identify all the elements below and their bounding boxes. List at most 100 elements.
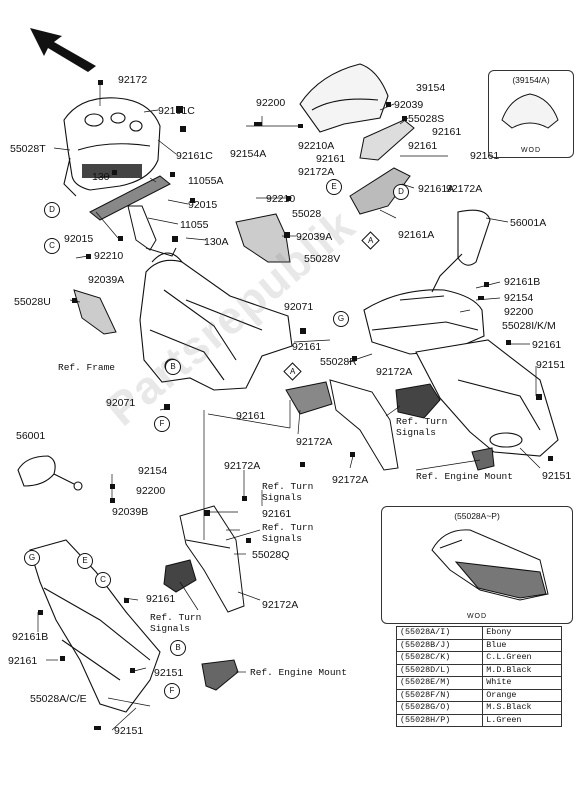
- part-label[interactable]: 92161: [532, 339, 562, 351]
- callout-marker-c: C: [44, 238, 60, 254]
- callout-marker-e: E: [326, 179, 342, 195]
- part-label[interactable]: 92172A: [298, 166, 335, 178]
- part-label[interactable]: 55028I/K/M: [502, 320, 556, 332]
- part-label[interactable]: 55028: [292, 208, 322, 220]
- part-label[interactable]: 92071: [284, 301, 314, 313]
- part-label[interactable]: 92161: [432, 126, 462, 138]
- part-label[interactable]: 92015: [188, 199, 218, 211]
- windshield-part: [299, 63, 389, 133]
- callout-marker-d: D: [393, 184, 409, 200]
- part-label[interactable]: 92200: [256, 97, 286, 109]
- part-label[interactable]: 92151: [536, 359, 566, 371]
- part-label[interactable]: 92172A: [296, 436, 333, 448]
- color-code: (55028D/L): [395, 663, 484, 677]
- part-label[interactable]: 92015: [64, 233, 94, 245]
- ref-turn-signals-label: Ref. Turn Signals: [262, 481, 314, 503]
- part-label[interactable]: 92172A: [332, 474, 369, 486]
- part-label[interactable]: 92161: [292, 341, 322, 353]
- table-row: (55028A/I)Ebony: [395, 626, 562, 640]
- callout-marker-g: G: [24, 550, 40, 566]
- part-label[interactable]: 130: [92, 171, 110, 183]
- part-label[interactable]: 92161B: [504, 276, 541, 288]
- part-label[interactable]: 92172A: [376, 366, 413, 378]
- part-label[interactable]: 92161C: [158, 105, 195, 117]
- part-label[interactable]: 92154: [138, 465, 168, 477]
- part-label[interactable]: 92161: [236, 410, 266, 422]
- ref-frame-label: Ref. Frame: [58, 362, 116, 373]
- engine-mount-part: [201, 447, 495, 691]
- color-code: (55028H/P): [395, 713, 484, 727]
- part-label[interactable]: 92172: [118, 74, 148, 86]
- part-label[interactable]: 55028V: [304, 253, 341, 265]
- color-code: (55028E/M): [395, 676, 484, 690]
- ref-engine-mount-label: Ref. Engine Mount: [416, 471, 513, 482]
- callout-marker-b: B: [170, 640, 186, 656]
- mirror-56001-part: [17, 455, 83, 491]
- inner-cover-55028S: [359, 119, 415, 161]
- color-code: (55028C/K): [395, 651, 484, 665]
- part-label[interactable]: 92172A: [224, 460, 261, 472]
- color-code: (55028G/O): [395, 701, 484, 715]
- part-label[interactable]: 92151: [154, 667, 184, 679]
- part-label[interactable]: 92161: [8, 655, 38, 667]
- callout-marker-g: G: [333, 311, 349, 327]
- part-label[interactable]: 92161: [316, 153, 346, 165]
- part-label[interactable]: 130A: [204, 236, 229, 248]
- part-label[interactable]: 55028Q: [252, 549, 290, 561]
- part-label[interactable]: 11055A: [188, 175, 224, 187]
- part-label[interactable]: 92039A: [296, 231, 333, 243]
- part-label[interactable]: 92210: [266, 193, 296, 205]
- part-label[interactable]: 92210: [94, 250, 124, 262]
- callout-marker-d: D: [44, 202, 60, 218]
- part-label[interactable]: 56001A: [510, 217, 547, 229]
- part-label[interactable]: 56001: [16, 430, 46, 442]
- front-direction-arrow: [30, 28, 96, 72]
- part-label[interactable]: 92039B: [112, 506, 149, 518]
- part-label[interactable]: 92154: [504, 292, 534, 304]
- color-code-table: (55028A/I)Ebony (55028B/J)Blue (55028C/K…: [395, 626, 562, 727]
- part-label[interactable]: 11055: [180, 219, 209, 231]
- part-label[interactable]: 92039: [394, 99, 424, 111]
- part-label[interactable]: 92039A: [88, 274, 125, 286]
- part-label[interactable]: 92154A: [230, 148, 267, 160]
- part-label[interactable]: 92172A: [262, 599, 299, 611]
- table-row: (55028G/O)M.S.Black: [395, 701, 562, 715]
- part-label[interactable]: 55028U: [14, 296, 51, 308]
- part-label[interactable]: 92200: [136, 485, 166, 497]
- part-label[interactable]: 55028S: [408, 113, 445, 125]
- inset-title: (39154/A): [512, 75, 550, 85]
- part-label[interactable]: 92151: [114, 725, 144, 737]
- table-row: (55028H/P)L.Green: [395, 713, 562, 727]
- frame-part: [139, 252, 293, 391]
- cover-55028Q: [179, 505, 245, 613]
- part-label[interactable]: 92161: [146, 593, 176, 605]
- callout-marker-b: B: [165, 359, 181, 375]
- upper-cowl-part: [363, 289, 485, 355]
- table-row: (55028F/N)Orange: [395, 688, 562, 702]
- part-label[interactable]: 92200: [504, 306, 534, 318]
- part-label[interactable]: 92161: [408, 140, 438, 152]
- part-label[interactable]: 92151: [542, 470, 572, 482]
- color-name: C.L.Green: [482, 651, 562, 665]
- color-name: Ebony: [482, 626, 562, 640]
- part-label[interactable]: 92161C: [176, 150, 213, 162]
- color-name: Orange: [482, 688, 562, 702]
- part-label[interactable]: 55028A/C/E: [30, 693, 87, 705]
- stay-bracket-part: [89, 175, 177, 257]
- part-label[interactable]: 92210A: [298, 140, 335, 152]
- part-label[interactable]: 92161A: [398, 229, 435, 241]
- part-label[interactable]: 92161A: [418, 183, 455, 195]
- part-label[interactable]: 92071: [106, 397, 136, 409]
- inset-windshield-drawing: [501, 93, 559, 129]
- part-label[interactable]: 92161B: [12, 631, 49, 643]
- callout-marker-f: F: [154, 416, 170, 432]
- part-label[interactable]: 55028R: [320, 356, 357, 368]
- part-label[interactable]: 92161: [262, 508, 292, 520]
- ref-engine-mount-label: Ref. Engine Mount: [250, 667, 347, 678]
- table-row: (55028D/L)M.D.Black: [395, 663, 562, 677]
- callout-letter: A: [367, 236, 374, 245]
- part-label[interactable]: 39154: [416, 82, 446, 94]
- part-label[interactable]: 92172A: [446, 183, 483, 195]
- part-label[interactable]: 55028T: [10, 143, 46, 155]
